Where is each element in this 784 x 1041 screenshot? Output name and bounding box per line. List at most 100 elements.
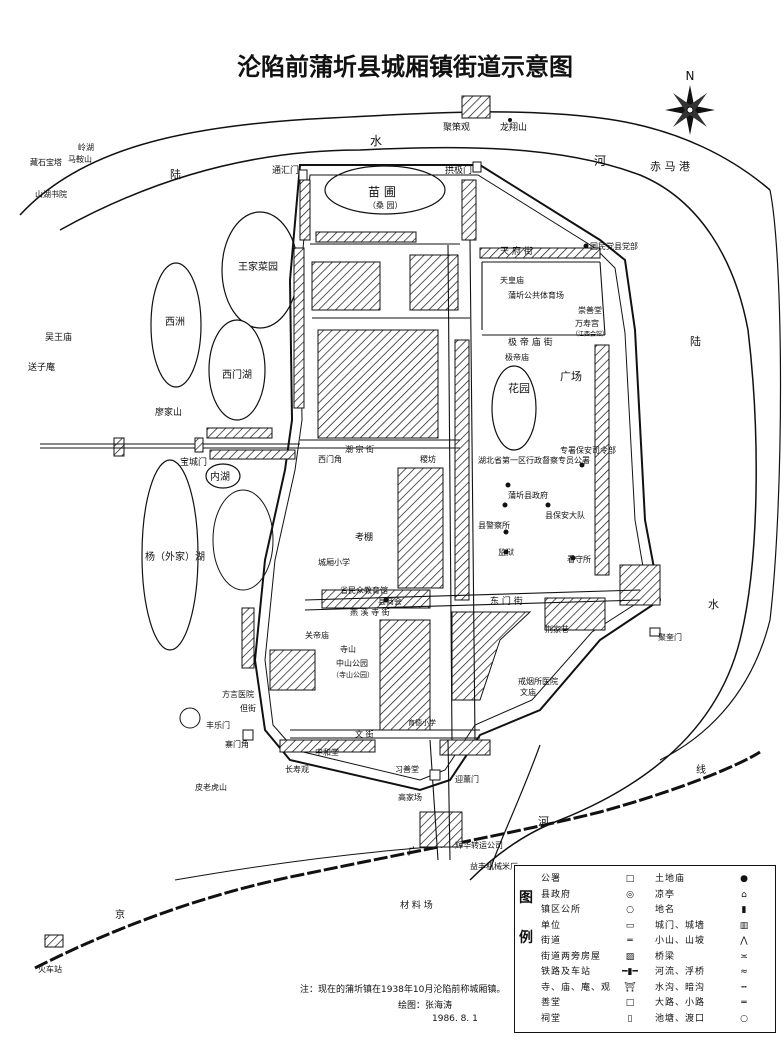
railway-station [44, 934, 64, 948]
label-jieyansuo: 戒烟所医院 [518, 676, 558, 686]
label-yumenjiao: 寨门角 [225, 739, 249, 749]
river-southeast [489, 744, 541, 871]
label-huochezhan: 火车站 [38, 964, 62, 974]
legend-item: 镇区公所○ [541, 905, 634, 915]
label-qu-gongshu: 湖北省第一区行政督察专员公署 [478, 455, 590, 465]
label-gaojiachang: 高家场 [398, 792, 422, 802]
railway-line [34, 750, 761, 970]
legend-item: 池塘、渡口○ [655, 1013, 748, 1024]
label-zhuanshu: 专署保安司令部 [560, 445, 616, 455]
label-xianzhengfu: 蒲圻县政府 [508, 490, 548, 500]
label-gongqiao: 燕 溪 寺 街 [350, 607, 390, 617]
xizhou-lake [150, 262, 202, 388]
hatched-blocks [113, 95, 661, 848]
label-shui: 水 [370, 134, 382, 148]
legend-item: 街道两旁房屋▨ [541, 951, 635, 962]
yang-lake [141, 459, 199, 651]
town-outer-road [253, 164, 662, 792]
label-lu2: 陆 [690, 334, 701, 348]
legend-item: 水沟、暗沟┅ [655, 982, 747, 993]
label-longxiangshan: 龙翔山 [500, 121, 527, 133]
label-juceguan: 聚策观 [443, 121, 470, 133]
city-gates [194, 161, 661, 781]
label-songzian: 送子庵 [28, 361, 55, 373]
label-sishan: 寺山 [340, 644, 356, 654]
label-jiaojiaoqi: 荆家巷 [545, 624, 569, 634]
label-he2: 河 [538, 815, 549, 828]
inner-lake [205, 463, 241, 489]
label-danjie: 但街 [240, 703, 256, 713]
legend-item: 河流、浮桥≈ [655, 967, 748, 977]
legend-item: 寺、庙、庵、观⛩ [541, 982, 636, 993]
label-jing: 京 [115, 908, 125, 921]
label-zhongshangongyuan: 中山公园 [336, 658, 368, 668]
river-bank-inner [59, 146, 757, 881]
label-neihu: 内湖 [210, 470, 230, 483]
label-tianfujie: 天 府 街 [500, 245, 533, 257]
label-gongjimen: 拱极门 [445, 164, 472, 176]
label-guandimiao: 关帝庙 [305, 630, 329, 640]
label-baoan: 县保安大队 [545, 510, 585, 520]
west-pond2 [212, 489, 274, 591]
map-title: 沦陷前蒲圻县城厢镇街道示意图 [237, 53, 573, 81]
map-note: 注：现在的蒲圻镇在1938年10月沦陷前称城厢镇。 [300, 985, 506, 995]
legend-item: 祠堂▯ [541, 1013, 633, 1024]
label-xian: 线 [696, 763, 706, 776]
label-wushengmiao: 吴王庙 [45, 331, 72, 343]
legend-item: 铁路及车站━▮━ [541, 967, 638, 977]
label-xichengwai: 西门角 [318, 454, 342, 464]
label-jimiaojie: 稷坊 [420, 454, 436, 464]
label-chaozong: 潮 宗 街 [345, 444, 374, 454]
river-east-outer [659, 189, 782, 761]
label-zhonghetang: 中和堂 [315, 747, 339, 757]
legend-item: 桥梁≍ [655, 951, 748, 962]
ximen-lake [208, 319, 266, 421]
label-wanshougong-sub: （江西会馆） [572, 330, 608, 338]
landmark-dots [383, 118, 589, 603]
label-pilaohushan: 皮老虎山 [195, 782, 227, 792]
label-xizhou: 西洲 [165, 316, 185, 328]
map-date: 1986. 8. 1 [432, 1014, 478, 1024]
label-jiaoyuhui: 省民众教育馆 [340, 585, 388, 595]
legend-item: 城门、城墙▥ [655, 920, 749, 931]
label-liaojiashan: 廖家山 [155, 406, 182, 418]
label-lu: 陆 [170, 167, 181, 181]
label-kaoping: 考棚 [355, 531, 373, 543]
label-linghu: 岭湖 [78, 142, 94, 152]
label-huihuachuanyun: 辉华转运公司 [455, 840, 503, 850]
label-guominhui: 国民党县党部 [590, 241, 638, 251]
legend-item: 公署□ [541, 874, 635, 884]
streets [40, 239, 641, 861]
label-yingxunmen: 迎薰门 [455, 774, 479, 784]
label-kanshousuo: 看守所 [567, 554, 591, 564]
label-jingcha: 县警察所 [478, 520, 510, 530]
map-author: 绘图：张海涛 [398, 1001, 453, 1011]
label-baochengmen: 宝城门 [180, 456, 207, 468]
legend-item: 小山、山坡⋀ [655, 936, 748, 946]
label-yuxiang: 育德小学 [408, 718, 436, 727]
legend-item: 大路、小路═ [655, 998, 747, 1008]
label-miaoyuan: 苗 圃 [368, 185, 396, 199]
legend-item: 街道═ [541, 936, 633, 946]
label-jidimiao2: 极帝庙 [505, 352, 529, 362]
label-zhongshangongyuan-sub: （寺山公园） [332, 670, 374, 679]
river-bank-outer [19, 111, 771, 216]
label-xishantang: 崇善堂 [578, 305, 602, 315]
label-tianhuangmiao: 天皇庙 [500, 275, 524, 285]
legend-item: 凉亭⌂ [655, 889, 747, 900]
legend-item: 县政府◎ [541, 889, 634, 900]
legend-left-column: 公署□ 县政府◎ 镇区公所○ 单位▭ 街道═ 街道两旁房屋▨ 铁路及车站━▮━ … [541, 872, 647, 1027]
legend-item: 善堂□ [541, 998, 635, 1008]
label-juhuamen: 聚奎门 [658, 632, 682, 642]
label-cangshibaota: 藏石宝塔 [30, 157, 62, 167]
label-chengxiangxiaoxue: 城厢小学 [318, 557, 350, 567]
label-shanhushuyuan: 山湖书院 [35, 189, 67, 199]
label-fangyanyiyuan: 方言医院 [222, 689, 254, 699]
label-fengyemen: 丰乐门 [206, 720, 230, 730]
legend-item: 土地庙● [655, 874, 748, 884]
label-shui2: 水 [708, 598, 719, 611]
label-guang: 广 [408, 846, 418, 858]
label-huayuan: 花园 [508, 382, 530, 395]
label-jianyu: 监狱 [498, 547, 514, 557]
